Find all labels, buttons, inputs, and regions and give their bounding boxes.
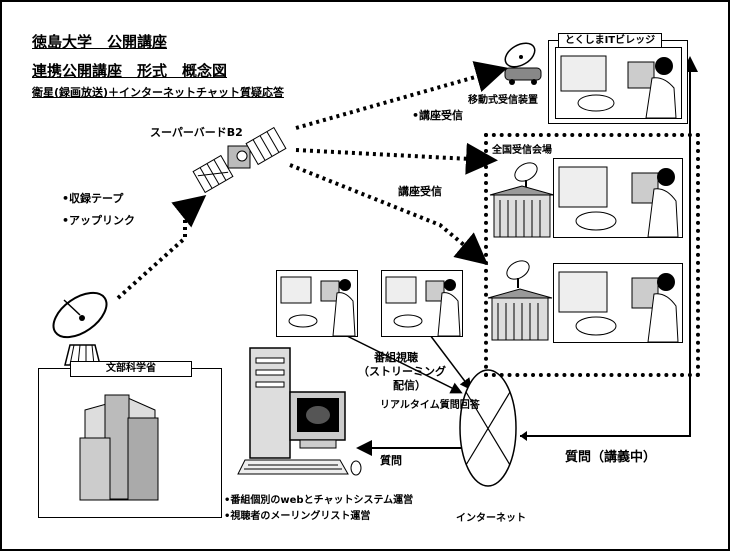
reception-label-mid: 講座受信 (398, 185, 442, 198)
venue-building-icon-1 (489, 185, 555, 238)
viewer-scene-stream-1 (276, 270, 358, 337)
ground-dish-icon (52, 291, 108, 366)
uplink-item-tape: •収録テープ (62, 192, 124, 205)
viewer-scene-venue-2 (553, 263, 683, 343)
stream-label-line2: （ストリーミング (358, 365, 446, 378)
downlink-arrow-village (295, 61, 508, 130)
venue-building-icon-2 (487, 288, 553, 341)
downlink-arrow-national-2 (289, 163, 489, 266)
stream-arrow-right (429, 334, 472, 391)
mobile-receiver-label: 移動式受信装置 (468, 95, 538, 106)
satellite-label: スーパーバードB2 (150, 126, 243, 139)
viewer-scene-stream-2 (381, 270, 463, 337)
reception-label-top: •講座受信 (412, 109, 464, 122)
ministry-label: 文部科学省 (70, 361, 192, 377)
receiving-dish-icon-2 (506, 260, 530, 288)
realtime-qa-label: リアルタイム質問回答 (380, 400, 480, 411)
national-venue-box (484, 133, 700, 377)
page-subtitle: 連携公開講座 形式 概念図 (32, 62, 228, 80)
server-note-mailing: •視聴者のメーリングリスト運営 (224, 511, 371, 522)
uplink-item-uplink: •アップリンク (62, 214, 136, 227)
mobile-dish-icon (504, 42, 542, 85)
stream-label-line3: 配信） (393, 379, 426, 392)
national-venue-label: 全国受信会場 (492, 145, 552, 156)
ministry-box (38, 368, 222, 518)
question-during-label: 質問（講義中） (565, 450, 657, 465)
page-title: 徳島大学 公開講座 (32, 33, 168, 51)
receiving-dish-icon-1 (514, 162, 538, 190)
page-description: 衛星(録画放送)＋インターネットチャット質疑応答 (32, 86, 284, 99)
stream-arrow-left (344, 334, 463, 394)
ministry-building-icon (79, 394, 159, 501)
uplink-arrow (116, 195, 207, 300)
viewer-scene-village (555, 47, 682, 119)
satellite-icon (192, 126, 287, 194)
question-during-line (520, 56, 698, 437)
server-computer-icon (237, 347, 362, 476)
internet-label: インターネット (456, 513, 526, 524)
server-note-web: •番組個別のwebとチャットシステム運営 (224, 495, 414, 506)
downlink-arrow-national-1 (295, 142, 498, 175)
stream-label-line1: 番組視聴 (374, 351, 418, 364)
question-label: 質問 (380, 454, 402, 467)
viewer-scene-venue-1 (553, 158, 683, 238)
